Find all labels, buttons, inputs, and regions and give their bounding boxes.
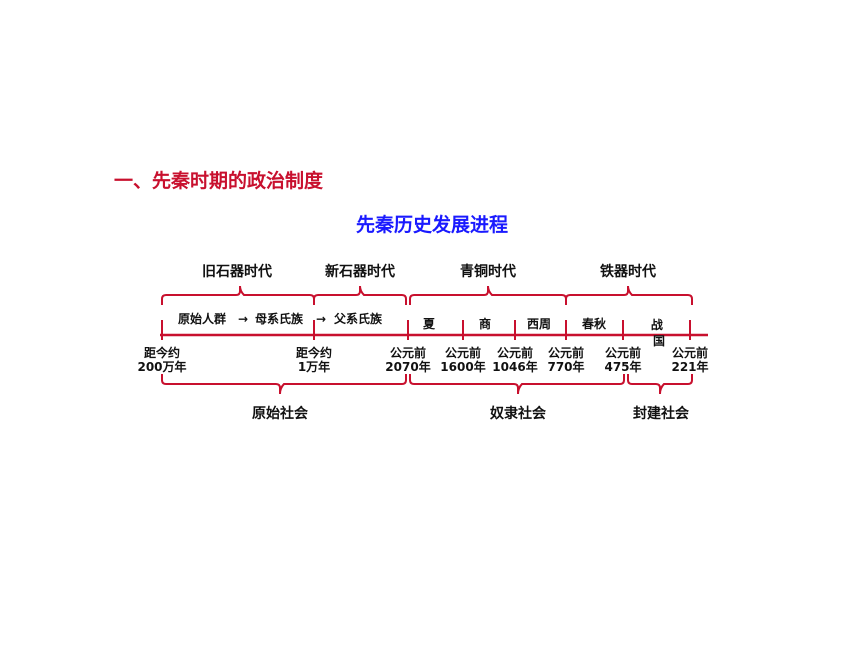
age-label: 旧石器时代 [202,263,272,280]
brace-paleolithic [161,285,315,305]
dynasty-label: 春秋 [581,316,607,331]
society-label: 封建社会 [633,405,690,422]
age-label: 新石器时代 [325,263,395,280]
society-label: 奴隶社会 [489,405,547,422]
dynasty-label: 商 [479,316,491,331]
dynasty-label-vertical: 战 国 [651,317,667,348]
stage-arrow: → [316,312,326,326]
society-label: 原始社会 [252,405,309,422]
diagram-title: 先秦历史发展进程 [355,214,508,236]
age-label: 铁器时代 [600,263,656,280]
brace-slave-society [409,374,625,395]
section-heading: 一、先秦时期的政治制度 [114,170,324,192]
stage-label: 母系氏族 [255,311,304,326]
brace-bronze [409,285,567,305]
dynasty-label: 夏 [423,317,436,331]
stage-label: 原始人群 [178,311,226,326]
age-label: 青铜时代 [460,263,516,280]
dynasty-label: 西周 [527,317,551,331]
brace-iron [565,285,693,305]
brace-feudal-society [627,374,693,395]
brace-neolithic [313,285,407,305]
stage-arrow: → [238,312,248,326]
brace-primitive-society [161,374,407,395]
stage-label: 父系氏族 [333,311,383,326]
